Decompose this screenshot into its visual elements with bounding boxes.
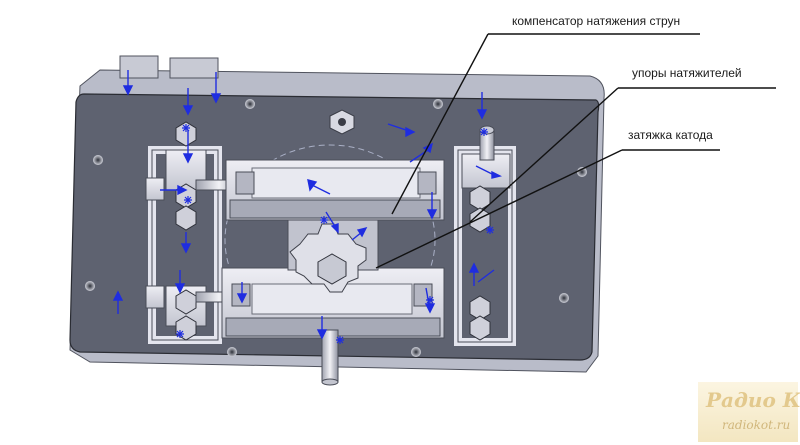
upper-clamp-block: [225, 159, 445, 221]
label-tensioner-stops: упоры натяжителей: [632, 66, 742, 80]
right-bracket: [454, 125, 516, 346]
label-cathode-tightening: затяжка катода: [628, 128, 713, 142]
leader-lines: [375, 33, 776, 269]
watermark-logo-background: [698, 382, 798, 442]
back-tab-right: [169, 57, 219, 79]
cathode-gear: [287, 219, 379, 293]
bracket-nuts: [175, 121, 491, 341]
annotation-asterisks: [176, 124, 494, 344]
label-string-tension-compensator: компенсатор натяжения струн: [512, 14, 681, 28]
watermark-url: radiokot.ru: [722, 418, 791, 432]
watermark-title: Радио КОТ: [706, 388, 800, 412]
mounting-holes: [85, 99, 587, 357]
back-tab-left: [119, 55, 159, 79]
rod-bottom: [321, 329, 339, 383]
